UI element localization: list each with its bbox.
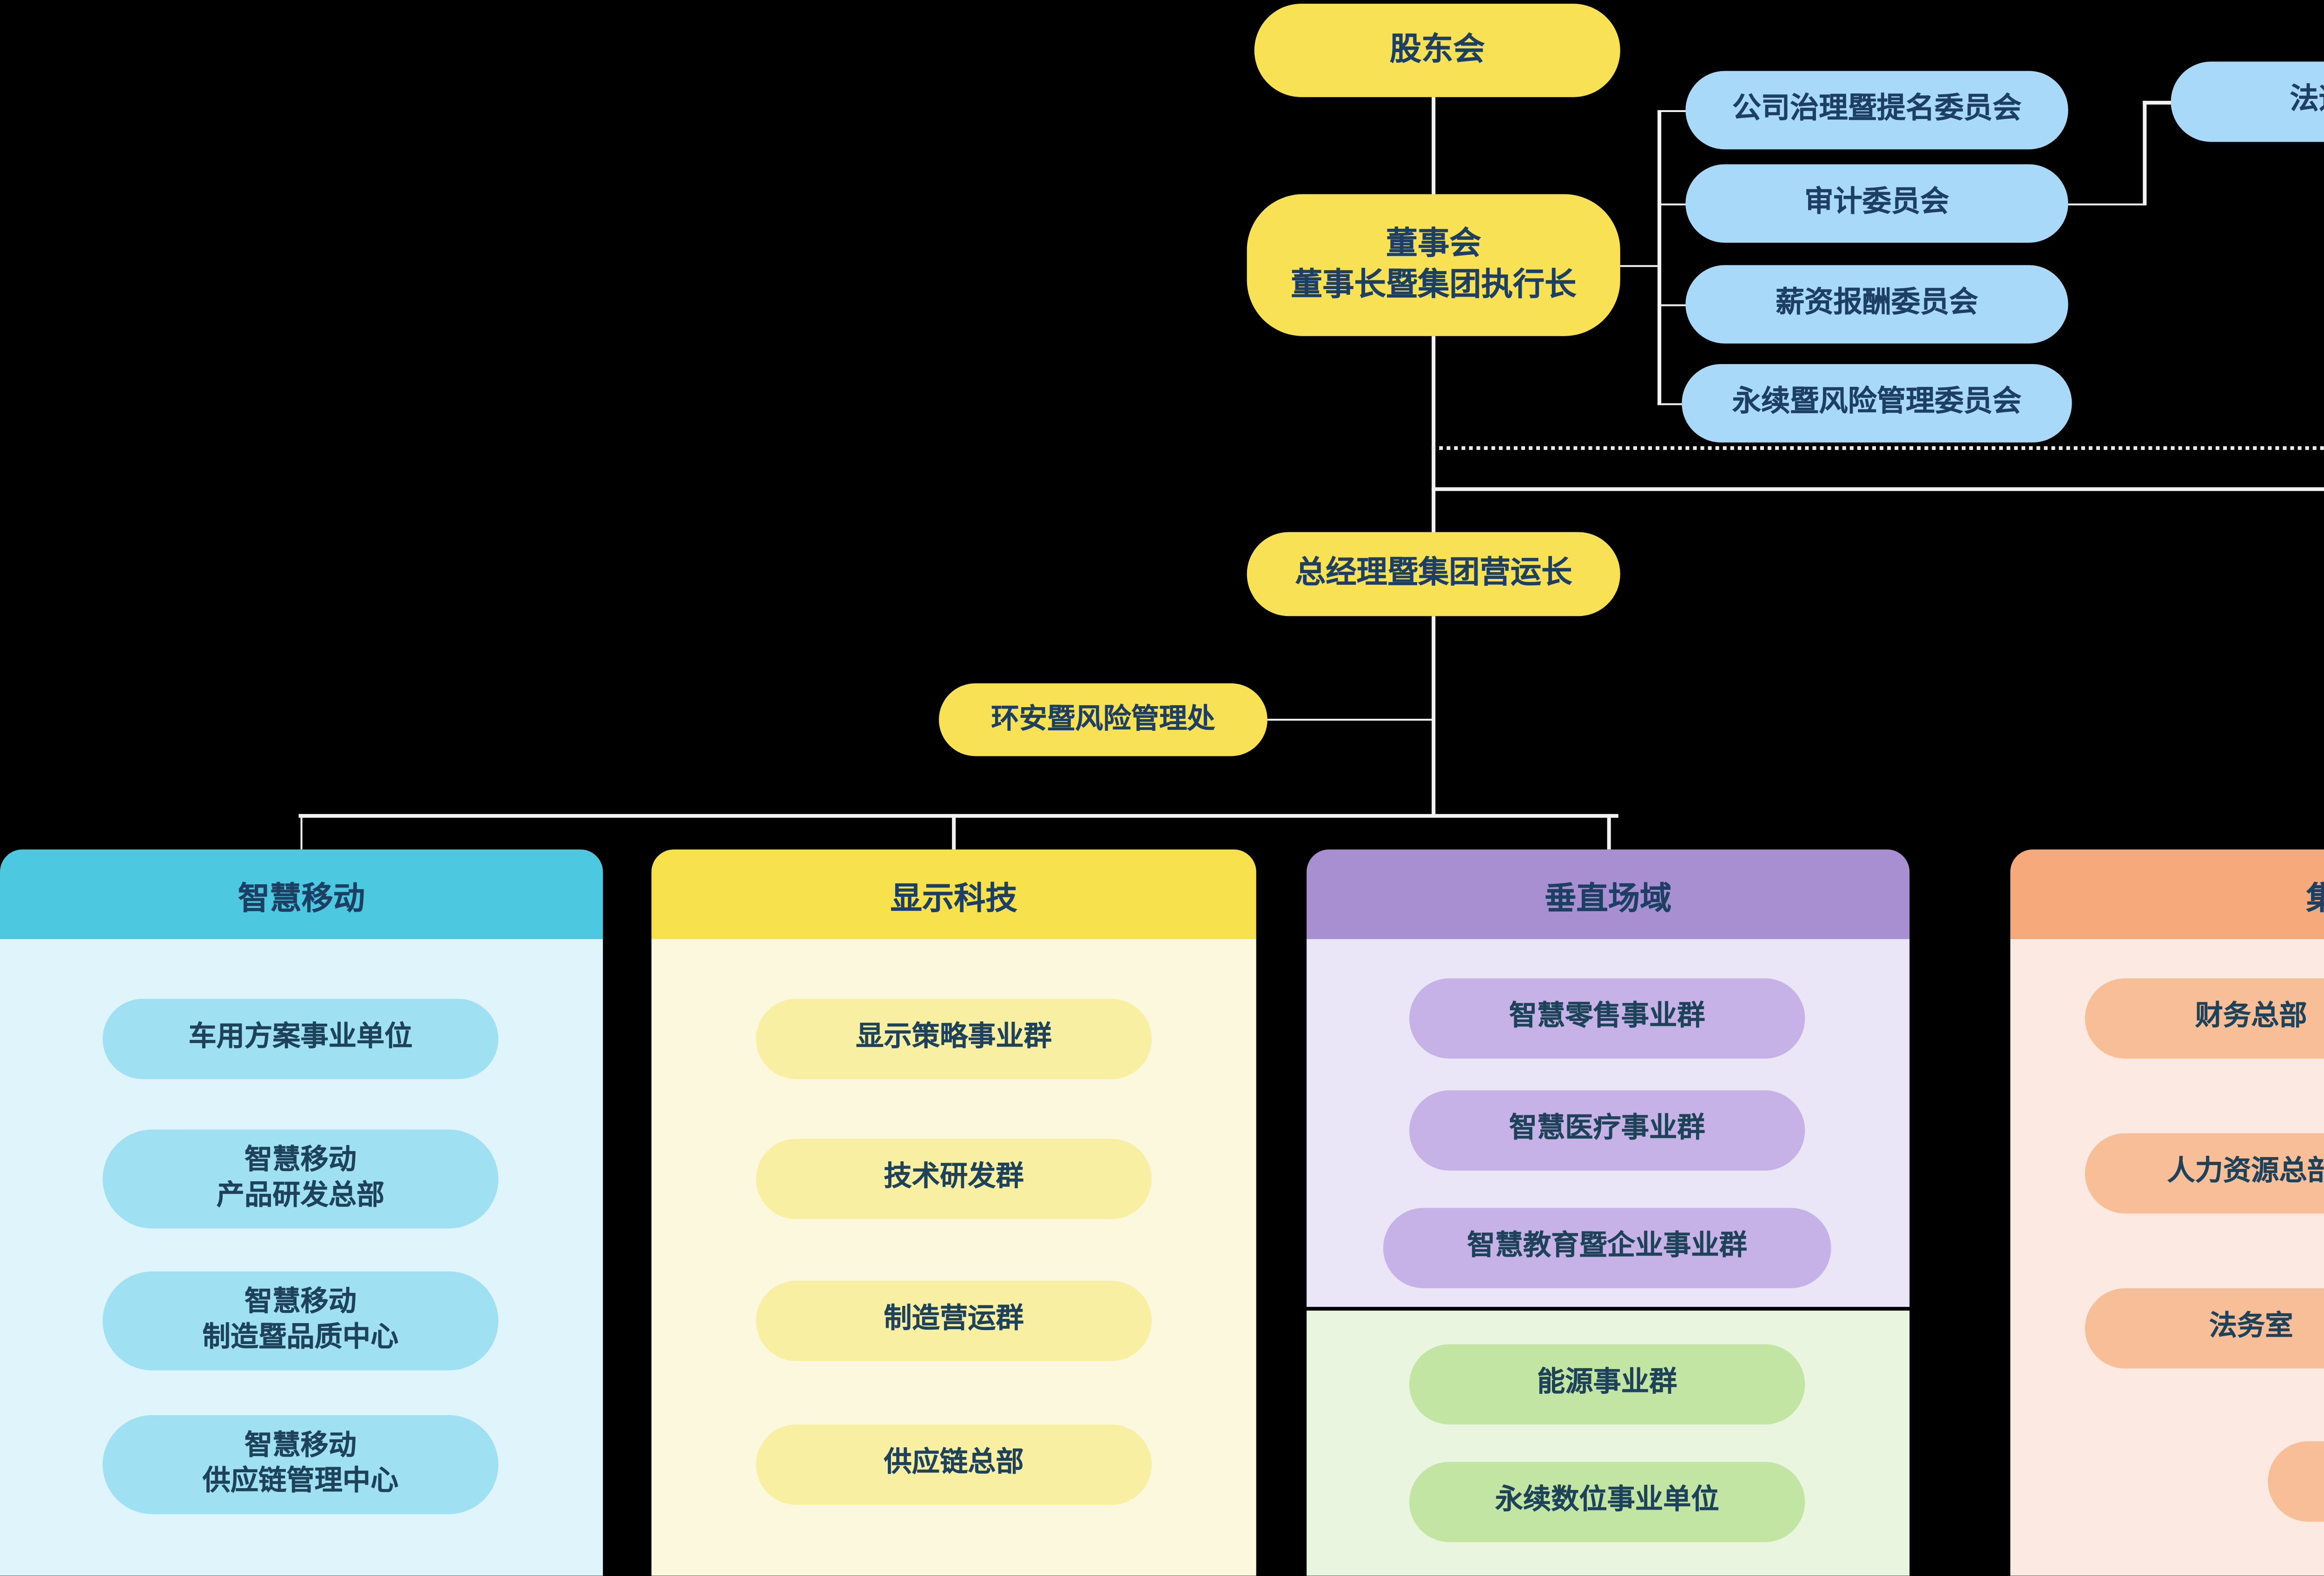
connector-solid [1657, 202, 1688, 205]
connector-solid [1657, 109, 1688, 112]
org-item: 显示策略事业群 [756, 999, 1152, 1079]
org-item: 技术研发群 [756, 1139, 1152, 1219]
connector-solid [1432, 336, 1435, 532]
committee-compensation: 薪资报酬委员会 [1685, 265, 2068, 344]
connector-solid [298, 814, 1618, 817]
group-display-technology: 显示科技 显示策略事业群 技术研发群 制造营运群 供应链总部 [651, 849, 1256, 1576]
connector-solid [2143, 100, 2173, 104]
committee-governance-nomination: 公司治理暨提名委员会 [1685, 71, 2068, 150]
org-item: 智慧移动 制造暨品质中心 [102, 1271, 499, 1371]
committee-sustainability-risk: 永续暨风险管理委员会 [1682, 364, 2072, 443]
group-vertical-domains: 垂直场域 智慧零售事业群 智慧医疗事业群 智慧教育暨企业事业群 能源事业群 永续… [1307, 849, 1910, 1576]
org-item: 永续数位事业单位 [1409, 1462, 1805, 1543]
connector-solid [2068, 202, 2145, 205]
org-item: 法务室 [2085, 1288, 2324, 1369]
node-shareholders-meeting: 股东会 [1254, 4, 1620, 97]
group-smart-mobility: 智慧移动 车用方案事业单位 智慧移动 产品研发总部 智慧移动 制造暨品质中心 智… [0, 849, 603, 1576]
committee-audit: 审计委员会 [1685, 164, 2068, 243]
node-chief-compliance-advisor: 法遵总顾问 [2171, 61, 2324, 142]
group-vertical-domains-header: 垂直场域 [1307, 849, 1910, 939]
connector-solid [1620, 264, 1658, 267]
org-item: 智慧零售事业群 [1409, 978, 1805, 1059]
org-item: 车用方案事业单位 [102, 999, 499, 1079]
board-subtitle: 董事长暨集团执行长 [1290, 267, 1577, 303]
connector-solid [1607, 814, 1610, 850]
node-ehs-risk-office: 环安暨风险管理处 [938, 683, 1268, 756]
connector-solid [1432, 97, 1435, 196]
org-item: 供应链总部 [756, 1424, 1152, 1505]
board-title: 董事会 [1386, 225, 1481, 261]
connector-solid [1657, 303, 1688, 306]
org-item: 智慧移动 供应链管理中心 [102, 1415, 499, 1514]
org-item: 智慧医疗事业群 [1409, 1090, 1805, 1171]
connector-solid [1267, 718, 1434, 721]
org-item: 能源事业群 [1409, 1344, 1805, 1425]
connector-dotted [1432, 446, 2324, 450]
group-operations-support-header: 集团营运支援单位 [2010, 849, 2324, 939]
connector-solid [299, 814, 303, 850]
connector-solid [1432, 487, 2324, 490]
connector-solid [1657, 402, 1688, 405]
org-item: 人力资源总部 [2085, 1133, 2324, 1214]
connector-solid [952, 814, 955, 850]
org-item: 智慧移动 产品研发总部 [102, 1129, 499, 1229]
group-operations-support: 集团营运支援单位 财务总部 数位技术发展总部 人力资源总部 永续发展总部 法务室… [2010, 849, 2324, 1576]
group-smart-mobility-header: 智慧移动 [0, 849, 603, 939]
connector-solid [1657, 109, 1661, 404]
group-display-technology-header: 显示科技 [651, 849, 1256, 939]
node-board-of-directors: 董事会 董事长暨集团执行长 [1247, 194, 1620, 336]
org-item: 制造营运群 [756, 1280, 1152, 1361]
org-item: 财务总部 [2085, 978, 2324, 1059]
connector-solid [2143, 100, 2146, 205]
org-item: 智慧教育暨企业事业群 [1383, 1208, 1831, 1288]
connector-solid [1432, 616, 1435, 816]
node-president-coo: 总经理暨集团营运长 [1247, 532, 1620, 616]
